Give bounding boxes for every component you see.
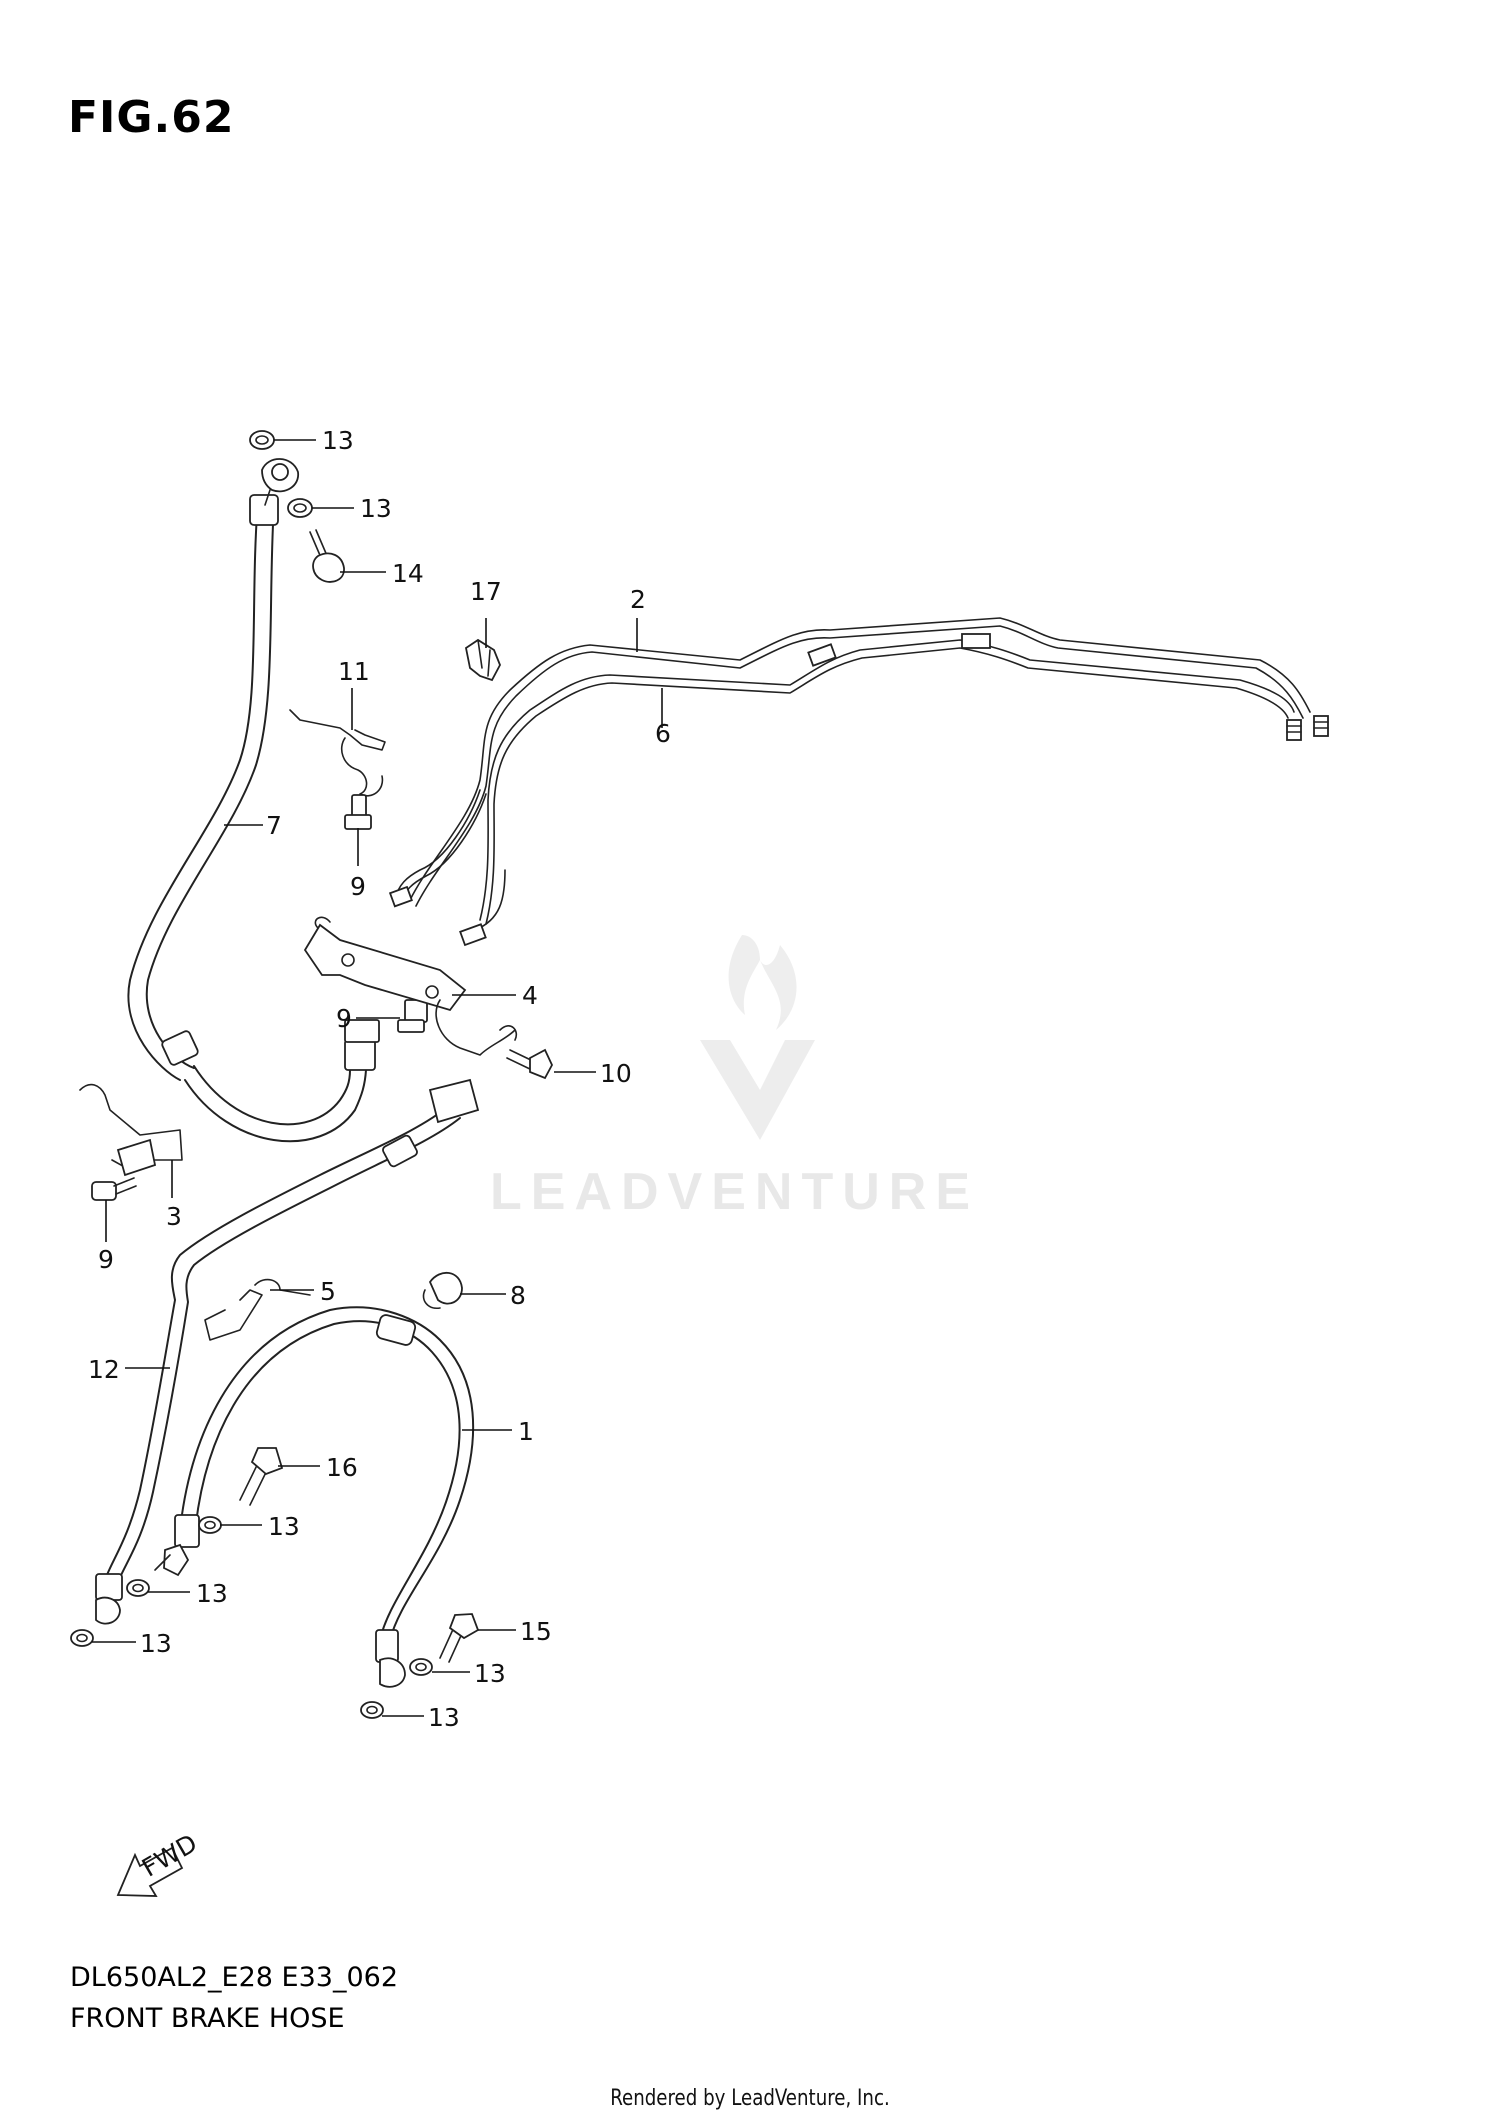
callout-13-second: 13 (360, 494, 392, 523)
hose-1-grommet (375, 1314, 417, 1346)
bracket-4 (303, 916, 518, 1056)
bolt-10 (506, 1048, 554, 1080)
callout-8: 8 (510, 1281, 526, 1310)
bolt-9-upper (344, 794, 372, 830)
bolt-15 (439, 1613, 480, 1663)
pipe-sleeve-2 (961, 633, 991, 649)
leader-lines (92, 439, 663, 1717)
brake-pipe-6 (479, 639, 1295, 925)
diagram-code: DL650AL2_E28 E33_062 (70, 1962, 399, 1993)
footer-credit: Rendered by LeadVenture, Inc. (610, 2086, 890, 2111)
callout-9-upper: 9 (350, 872, 366, 901)
hose-7-end (344, 1039, 376, 1071)
hose-12-block (428, 1078, 480, 1124)
forward-direction-arrow: FWD (116, 1828, 202, 1897)
washer-13-c (198, 1516, 222, 1534)
bracket-5 (204, 1278, 311, 1341)
callout-15: 15 (520, 1617, 552, 1646)
banjo-fitting-hose-1-lower (379, 1657, 406, 1688)
hose-7-ferrule (249, 494, 279, 526)
hose-7-grommet (161, 1030, 199, 1066)
callouts: 13 13 14 17 2 11 6 7 9 4 9 10 3 9 5 8 12… (88, 426, 671, 1732)
washer-13-f (409, 1658, 433, 1676)
washer-13-e (70, 1629, 94, 1647)
hose-1-upper-end (174, 1514, 200, 1548)
hose-12-ferrule (382, 1134, 418, 1168)
callout-4: 4 (522, 981, 538, 1010)
callout-17: 17 (470, 577, 502, 606)
brake-hose-1 (174, 1306, 475, 1663)
watermark-logo (700, 935, 815, 1140)
washer-13-d (126, 1579, 150, 1597)
figure-title: FIG.62 (68, 92, 235, 143)
hose-1-lower-end (375, 1629, 399, 1663)
hose-12-end (95, 1573, 123, 1601)
callout-6: 6 (655, 719, 671, 748)
bolt-9-middle (397, 999, 428, 1033)
bolt-9-lower (91, 1177, 137, 1201)
callout-2: 2 (630, 585, 646, 614)
banjo-bolt-14 (309, 529, 345, 583)
callout-9-middle: 9 (336, 1004, 352, 1033)
callout-7: 7 (266, 811, 282, 840)
diagram-caption: FRONT BRAKE HOSE (70, 2003, 345, 2034)
pipe-fitting-right-end-1 (1286, 719, 1302, 741)
callout-13-top: 13 (322, 426, 354, 455)
hose-7-block (344, 1019, 380, 1043)
callout-13-c: 13 (268, 1512, 300, 1541)
bracket-3 (79, 1083, 183, 1177)
callout-13-g: 13 (428, 1703, 460, 1732)
banjo-fitting-hose-1-upper (154, 1543, 190, 1577)
callout-3: 3 (166, 1202, 182, 1231)
callout-13-e: 13 (140, 1629, 172, 1658)
callout-13-d: 13 (196, 1579, 228, 1608)
pipe-fitting-middle (459, 923, 487, 947)
washer-13-second (287, 498, 313, 518)
callout-12: 12 (88, 1355, 120, 1384)
callout-10: 10 (600, 1059, 632, 1088)
clip-17 (464, 638, 501, 682)
pipe-fitting-right-end-2 (1313, 715, 1329, 737)
pipe-sleeve-1 (807, 643, 837, 667)
banjo-fitting-lower-left (95, 1596, 121, 1625)
washer-13-top (249, 430, 275, 450)
callout-16: 16 (326, 1453, 358, 1482)
clamp-8 (422, 1272, 463, 1310)
washer-13-g (360, 1701, 384, 1719)
bolt-16 (239, 1447, 284, 1506)
pipe-fitting-left (388, 885, 413, 908)
callout-13-f: 13 (474, 1659, 506, 1688)
callout-9-lower: 9 (98, 1245, 114, 1274)
callout-11: 11 (338, 657, 370, 686)
pipe-branch-left (395, 789, 481, 896)
brake-hose-12 (95, 1078, 480, 1601)
clamp-11 (289, 709, 386, 797)
callout-14: 14 (392, 559, 424, 588)
watermark-text: LEADVENTURE (490, 1163, 980, 1221)
brake-hose-7 (127, 494, 380, 1143)
banjo-fitting-top (261, 458, 299, 506)
callout-1: 1 (518, 1417, 534, 1446)
brake-pipe-2 (409, 617, 1311, 907)
callout-5: 5 (320, 1277, 336, 1306)
